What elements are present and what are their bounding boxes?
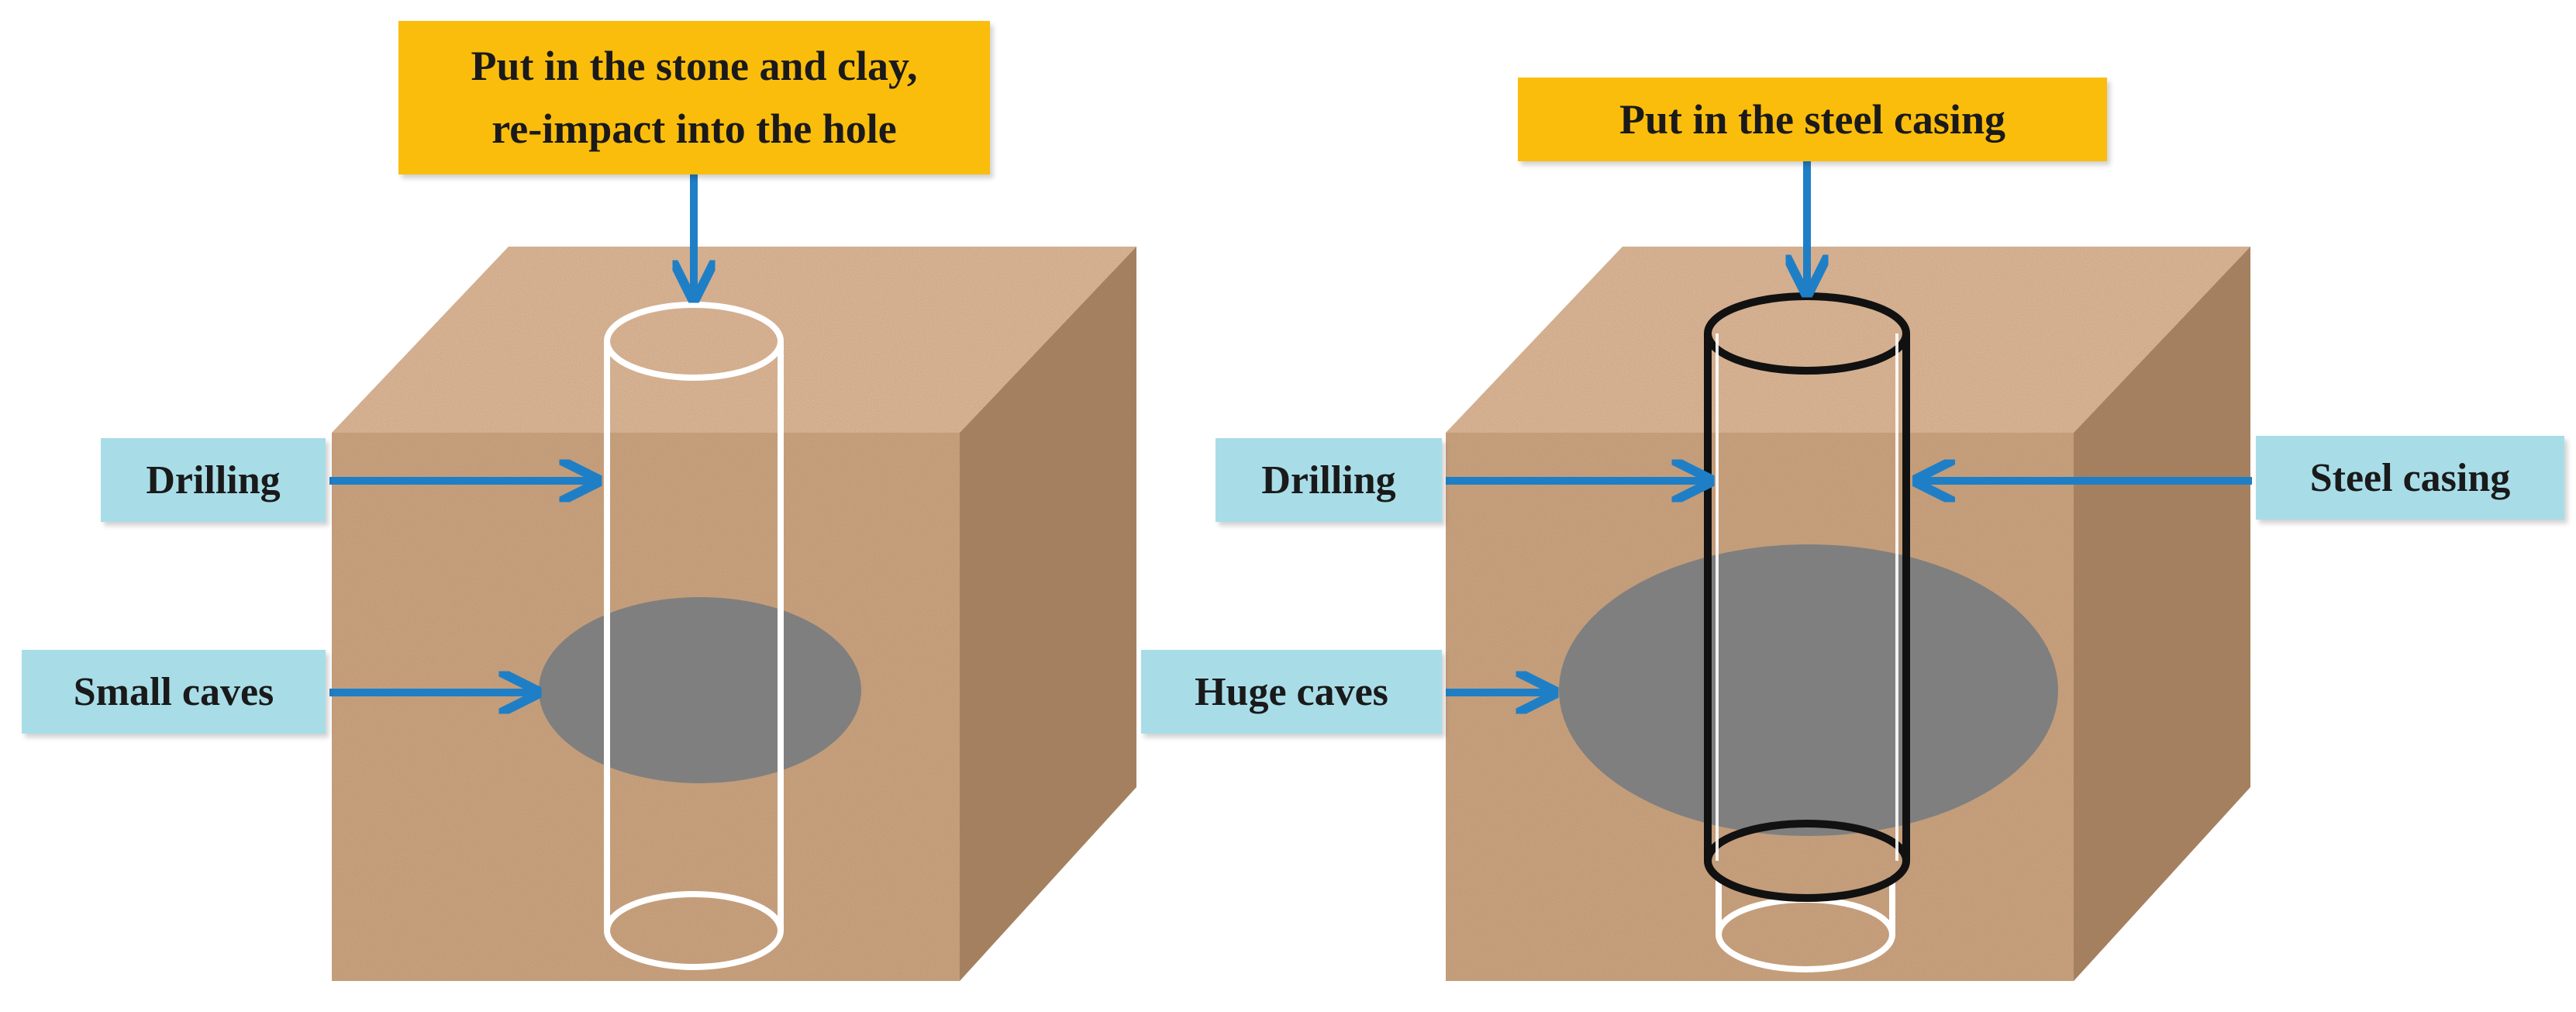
arrows: [329, 159, 2252, 693]
steel-casing: [1704, 292, 1910, 902]
right-caves-label: Huge caves: [1141, 650, 1442, 734]
right-top-label: Put in the steel casing: [1518, 78, 2107, 161]
right-drilling-label: Drilling: [1216, 438, 1442, 522]
left-top-label-line2: re-impact into the hole: [491, 105, 897, 152]
small-cave: [539, 597, 861, 783]
left-borehole: [604, 302, 784, 970]
steel-casing-bottom-ring: [1704, 820, 1910, 902]
huge-cave: [1559, 544, 2058, 836]
left-borehole-bottom-ring: [604, 891, 784, 970]
left-drilling-label: Drilling: [101, 438, 326, 522]
left-top-label: Put in the stone and clay, re-impact int…: [398, 21, 990, 174]
steel-casing-label: Steel casing: [2256, 436, 2564, 520]
left-top-label-line1: Put in the stone and clay,: [471, 43, 918, 89]
left-caves-label: Small caves: [22, 650, 326, 734]
left-borehole-top-ring: [604, 302, 784, 381]
